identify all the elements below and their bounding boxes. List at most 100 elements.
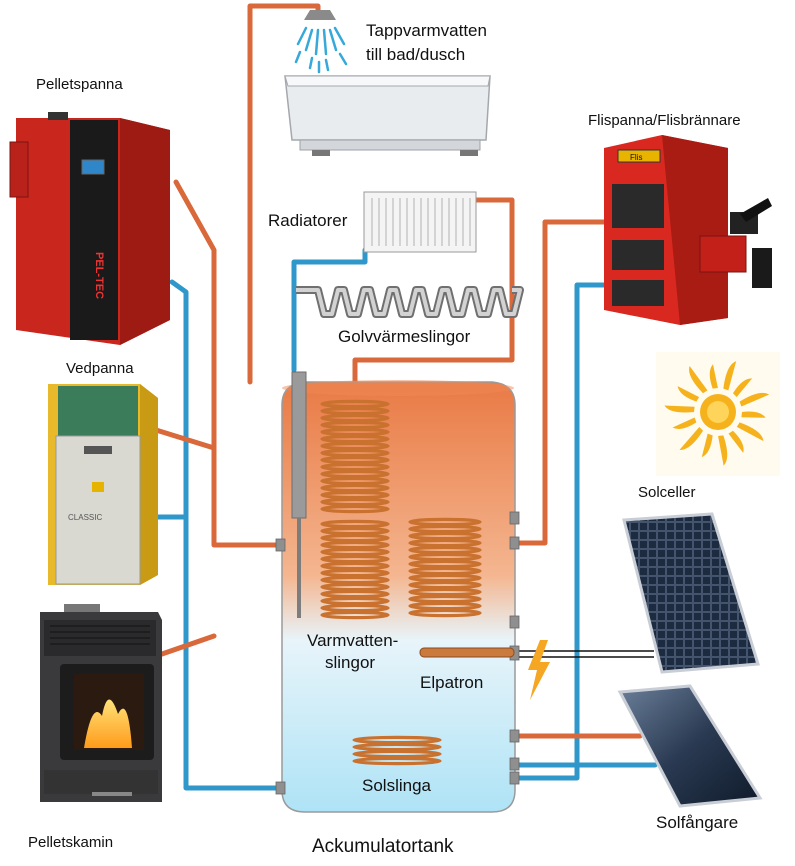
classic-logo: CLASSIC bbox=[68, 513, 102, 522]
boiler-coil-right-turn bbox=[408, 552, 482, 562]
hot-water-coil-upper-turn bbox=[320, 420, 390, 430]
pipe-radiator-supply bbox=[291, 247, 368, 373]
lightning-icon bbox=[528, 640, 550, 700]
radiator bbox=[363, 191, 477, 253]
boiler-coil-right-turn bbox=[408, 608, 482, 618]
boiler-coil-right-turn bbox=[408, 531, 482, 541]
hot-water-coil-upper-turn bbox=[320, 476, 390, 486]
pipes bbox=[153, 3, 658, 791]
pipe-flispanna-hot bbox=[512, 219, 607, 546]
hot-water-coil-lower-turn bbox=[320, 547, 390, 557]
pelletskamin-stove bbox=[40, 604, 162, 802]
hot-water-coil-lower-turn bbox=[320, 589, 390, 599]
hot-water-coil-lower-turn bbox=[320, 533, 390, 543]
pipe-radiator-return bbox=[352, 197, 515, 385]
boiler-coil-right-turn bbox=[408, 580, 482, 590]
sun-ray bbox=[672, 417, 697, 429]
hot-water-coil-upper-turn bbox=[320, 434, 390, 444]
pelletspanna-label: Pelletspanna bbox=[36, 76, 123, 93]
hot-water-coil-upper-turn bbox=[320, 427, 390, 437]
hot-water-coil-lower-turn bbox=[320, 603, 390, 613]
sun-ray bbox=[689, 366, 708, 394]
pipe-pelletspanna-hot bbox=[173, 179, 285, 548]
sun-ray bbox=[664, 405, 695, 413]
sun-ray bbox=[718, 435, 728, 466]
pel-tec-logo: PEL-TEC bbox=[93, 252, 105, 299]
hot-water-coil-upper-turn bbox=[320, 441, 390, 451]
solfangare-label: Solfångare bbox=[656, 813, 739, 832]
hot-water-coil-upper-turn bbox=[320, 462, 390, 472]
sun-ray bbox=[732, 378, 753, 397]
pelletspanna-boiler: PEL-TEC bbox=[9, 112, 170, 345]
hot-water-coil-lower-turn bbox=[320, 568, 390, 578]
pipe-vedpanna-hot bbox=[153, 427, 217, 451]
boiler-coil-right-turn bbox=[408, 524, 482, 534]
hot-water-coil-lower-turn bbox=[320, 575, 390, 585]
hot-water-coil-upper-turn bbox=[320, 448, 390, 458]
shower-label-line2: till bad/dusch bbox=[366, 45, 466, 64]
radiatorer-label: Radiatorer bbox=[268, 211, 348, 230]
solar-coil-turn bbox=[352, 735, 442, 745]
hot-water-coil-upper-turn bbox=[320, 455, 390, 465]
pipe-pelletspanna-cold bbox=[169, 279, 285, 791]
boiler-coil-right-turn bbox=[408, 573, 482, 583]
elpatron-label: Elpatron bbox=[420, 673, 484, 692]
hot-water-coil-upper-turn bbox=[320, 406, 390, 416]
sun-ray bbox=[739, 392, 770, 407]
boiler-coil-right-turn bbox=[408, 545, 482, 555]
solar-coil-turn bbox=[352, 756, 442, 766]
sun-ray bbox=[679, 427, 704, 450]
hot-water-coil-lower-turn bbox=[320, 610, 390, 620]
solar-coil-turn bbox=[352, 749, 442, 759]
coils bbox=[320, 399, 482, 766]
sun-ray bbox=[723, 361, 737, 391]
hot-water-coil-lower-turn bbox=[320, 561, 390, 571]
hot-water-coil-lower-turn bbox=[320, 596, 390, 606]
hot-water-coil-lower-turn bbox=[320, 540, 390, 550]
hot-water-coil-lower-turn bbox=[320, 519, 390, 529]
sun-ray bbox=[709, 364, 718, 389]
golvvarme-label: Golvvärmeslingor bbox=[338, 327, 471, 346]
bathtub bbox=[284, 10, 491, 156]
hot-water-coil-upper-turn bbox=[320, 469, 390, 479]
pipe-shower-supply bbox=[247, 3, 321, 385]
solar-cells-panel bbox=[622, 512, 760, 674]
varmvatten-label-line1: Varmvatten- bbox=[307, 631, 399, 650]
hot-water-coil-upper-turn bbox=[320, 497, 390, 507]
boiler-coil-right-turn bbox=[408, 517, 482, 527]
solar-coil-turn bbox=[352, 742, 442, 752]
hot-water-coil-lower-turn bbox=[320, 582, 390, 592]
floor-heating-coil bbox=[296, 286, 524, 318]
pipe-pelletskamin-hot bbox=[159, 633, 217, 657]
solar-collector-panel bbox=[617, 684, 763, 808]
flispanna-boiler: Flis bbox=[604, 135, 772, 325]
sun-ray bbox=[741, 411, 766, 418]
hot-water-coil-upper-turn bbox=[320, 413, 390, 423]
vedpanna-label: Vedpanna bbox=[66, 360, 134, 377]
hot-water-coil-upper-turn bbox=[320, 399, 390, 409]
vedpanna-boiler: CLASSIC bbox=[48, 384, 158, 585]
varmvatten-label-line2: slingor bbox=[325, 653, 376, 672]
hot-water-coil-lower-turn bbox=[320, 526, 390, 536]
flispanna-label: Flispanna/Flisbrännare bbox=[588, 112, 741, 129]
pipe-flispanna-cold bbox=[512, 282, 607, 781]
solceller-label: Solceller bbox=[638, 484, 696, 501]
sun-ray bbox=[677, 386, 700, 402]
sun-ray bbox=[728, 430, 744, 453]
boiler-coil-right-turn bbox=[408, 538, 482, 548]
elpatron-element bbox=[419, 647, 515, 658]
sun-ray bbox=[736, 422, 764, 442]
boiler-coil-right-turn bbox=[408, 559, 482, 569]
boiler-coil-right-turn bbox=[408, 587, 482, 597]
hot-water-coil-upper-turn bbox=[320, 490, 390, 500]
solslinga-label: Solslinga bbox=[362, 776, 431, 795]
shower-label-line1: Tappvarmvatten bbox=[366, 21, 487, 40]
ackumulatortank-label: Ackumulatortank bbox=[312, 836, 454, 857]
boiler-coil-right-turn bbox=[408, 601, 482, 611]
pelletskamin-label: Pelletskamin bbox=[28, 834, 114, 851]
flis-badge-text: Flis bbox=[630, 153, 642, 162]
sun-ray bbox=[701, 433, 713, 458]
boiler-coil-right-turn bbox=[408, 566, 482, 576]
hot-water-coil-upper-turn bbox=[320, 483, 390, 493]
